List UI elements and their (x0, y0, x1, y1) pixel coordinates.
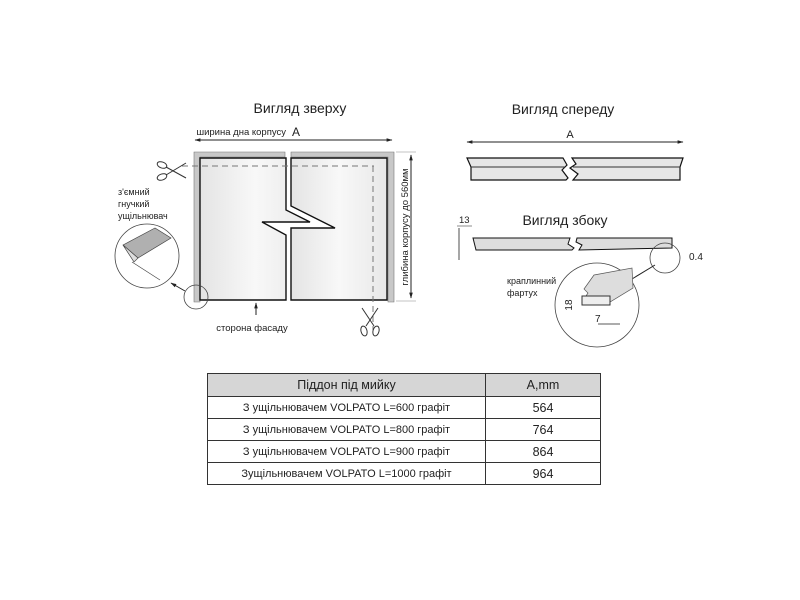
seal-strip-right (290, 151, 395, 303)
drip-width-dimension: 7 (595, 314, 601, 325)
cell-a: 864 (485, 440, 601, 463)
scissors-icon (156, 161, 187, 181)
dimensions-table: Піддон під мийку A,mm З ущільнювачем VOL… (207, 373, 601, 485)
header-tray: Піддон під мийку (207, 373, 486, 397)
cell-a: 764 (485, 418, 601, 441)
scissors-icon (360, 307, 380, 337)
width-symbol: A (292, 125, 300, 139)
cell-a: 564 (485, 396, 601, 419)
cell-name: З ущільнювачем VOLPATO L=600 графіт (207, 396, 486, 419)
seal-strip-left (193, 151, 286, 303)
cell-a: 964 (485, 462, 601, 485)
front-width-symbol: A (566, 129, 574, 141)
facade-label: сторона фасаду (216, 323, 288, 334)
top-view-title: Вигляд зверху (254, 100, 347, 116)
bottom-panel-left (199, 157, 311, 301)
side-strip-right (575, 237, 673, 251)
drip-label: краплинний фартух (507, 276, 559, 298)
drip-height-dimension: 18 (564, 299, 575, 311)
depth-label: глибина корпусу до 560мм (400, 168, 411, 285)
cell-name: З ущільнювачем VOLPATO L=800 графіт (207, 418, 486, 441)
side-view: Вигляд збоку 13 0.4 краплинний фартух 18… (457, 212, 703, 348)
cell-name: З ущільнювачем VOLPATO L=900 графіт (207, 440, 486, 463)
detail-marker-circle (183, 284, 209, 310)
side-strip-left (472, 237, 575, 251)
front-strip-left (466, 157, 569, 181)
front-view-title: Вигляд спереду (512, 101, 615, 117)
front-view: Вигляд спереду A (466, 101, 684, 181)
gap-dimension: 0.4 (689, 252, 703, 263)
top-view: Вигляд зверху ширина дна корпусу A глиби… (114, 100, 416, 337)
bottom-panel-right (290, 157, 388, 301)
front-strip-right (568, 157, 684, 181)
table-header-row: Піддон під мийку A,mm (207, 373, 601, 397)
height-dimension: 13 (459, 215, 470, 226)
seal-label: з'ємний гнучкий ущільнювач (118, 187, 168, 221)
cell-name: Зущільнювачем VOLPATO L=1000 графіт (207, 462, 486, 485)
width-label: ширина дна корпусу (196, 127, 286, 138)
header-a: A,mm (485, 373, 601, 397)
side-view-title: Вигляд збоку (522, 212, 607, 228)
